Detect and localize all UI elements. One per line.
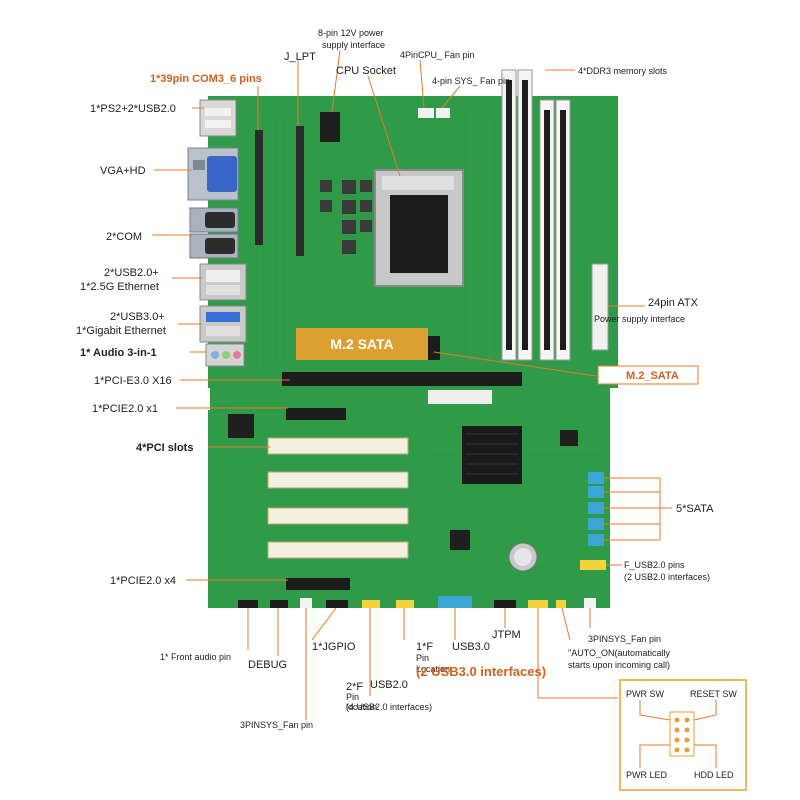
pcie-x16-slot: [282, 372, 522, 386]
label-pci-slots: 4*PCI slots: [136, 442, 193, 454]
label-sys-fan4: 4-pin SYS_ Fan pin: [432, 76, 510, 86]
front-panel-header: [669, 711, 695, 757]
label-f-usb30-c: Location: [416, 664, 450, 674]
label-usb30-eth-l2: 1*Gigabit Ethernet: [76, 325, 166, 337]
label-debug: DEBUG: [248, 659, 287, 671]
m2-slot: [428, 336, 440, 360]
vrm-chokes: [320, 180, 372, 254]
label-ps2-usb: 1*PS2+2*USB2.0: [90, 103, 176, 115]
label-f-usb20-l1: F_USB2.0 pins: [624, 560, 685, 570]
label-usb20-ifaces: (4 USB2.0 interfaces): [346, 702, 432, 712]
label-pcie-x4: 1*PCIE2.0 x4: [110, 575, 176, 587]
label-f-usb20-b: Pin: [346, 692, 359, 702]
label-usb20: USB2.0: [370, 679, 408, 691]
label-sys-fan3-bottom: 3PINSYS_Fan pin: [240, 720, 313, 730]
label-pcie-x1: 1*PCIE2.0 x1: [92, 403, 158, 415]
atx-24pin-connector: [591, 263, 609, 351]
label-2com: 2*COM: [106, 231, 142, 243]
m2-sata-board-label: M.2 SATA: [330, 336, 393, 352]
eight-pin-power-connector: [320, 112, 340, 142]
label-sata: 5*SATA: [676, 503, 714, 515]
leader-lines: [152, 49, 672, 720]
label-jgpio: 1*JGPIO: [312, 641, 356, 653]
pcie-x1-slot: [286, 408, 346, 420]
ps2-usb-port: [199, 99, 237, 137]
label-atx-l2: Power supply interface: [594, 314, 685, 324]
label-f-usb30-b: Pin: [416, 653, 429, 663]
label-j-lpt: J_LPT: [284, 51, 316, 63]
lpt-header: [296, 126, 304, 256]
label-usb30-ifaces: (2 USB3.0 interfaces): [416, 664, 546, 679]
label-cpu-socket: CPU Socket: [336, 65, 396, 77]
label-f-usb20-l2: (2 USB2.0 interfaces): [624, 572, 710, 582]
label-cpu-fan: 4PinCPU_ Fan pin: [400, 50, 475, 60]
label-f-usb20-a: 2*F: [346, 681, 363, 693]
label-usb30-eth-l1: 2*USB3.0+: [110, 311, 165, 323]
label-pwr-sw: PWR SW: [626, 689, 665, 699]
label-jtpm: JTPM: [492, 629, 521, 641]
pci-slots: [267, 437, 409, 559]
sticker: [428, 390, 492, 404]
label-front-audio: 1* Front audio pin: [160, 652, 231, 662]
label-f-usb30-a: 1*F: [416, 641, 433, 653]
label-com3-6: 1*39pin COM3_6 pins: [150, 73, 262, 85]
label-hdd-led: HDD LED: [694, 770, 734, 780]
sata-ports: [588, 472, 604, 546]
label-8pin-power-l1: 8-pin 12V power: [318, 28, 384, 38]
label-usb20-eth-l1: 2*USB2.0+: [104, 267, 159, 279]
label-audio: 1* Audio 3-in-1: [80, 347, 157, 359]
label-atx-l1: 24pin ATX: [648, 297, 699, 309]
label-usb30: USB3.0: [452, 641, 490, 653]
label-sys-fan3-right: 3PINSYS_Fan pin: [588, 634, 661, 644]
m2-sata-banner: [296, 328, 428, 360]
cpu-fan-header: [418, 108, 434, 118]
label-m2-sata: M.2_SATA: [626, 370, 679, 382]
label-f-usb20-c: location: [346, 702, 377, 712]
label-ddr3: 4*DDR3 memory slots: [578, 66, 668, 76]
chipset-heatsink: [462, 426, 522, 484]
com3-6-header: [255, 130, 263, 245]
bottom-headers: [238, 596, 596, 608]
label-pwr-led: PWR LED: [626, 770, 668, 780]
label-usb20-eth-l2: 1*2.5G Ethernet: [80, 281, 159, 293]
label-auto-on-l2: starts upon incoming call): [568, 660, 670, 670]
label-auto-on-l1: "AUTO_ON(automatically: [568, 648, 671, 658]
rear-io: [187, 99, 247, 367]
pcie-x4-slot: [286, 578, 350, 590]
label-reset-sw: RESET SW: [690, 689, 737, 699]
f-usb20-header: [580, 560, 606, 570]
label-8pin-power-l2: supply interface: [322, 40, 385, 50]
ddr3-slots: [501, 69, 571, 361]
usb30-ethernet-port: [199, 305, 247, 343]
sys-fan4-header: [436, 108, 450, 118]
m2-sata-tag-box: [597, 365, 699, 385]
ic-chip: [450, 530, 470, 550]
label-pcie-x16: 1*PCI-E3.0 X16: [94, 375, 172, 387]
ic-chip: [228, 414, 254, 438]
ic-chip: [560, 430, 578, 446]
front-panel-inset: PWR SW RESET SW PWR LED HDD LED: [619, 679, 747, 791]
label-vga-hd: VGA+HD: [100, 165, 146, 177]
